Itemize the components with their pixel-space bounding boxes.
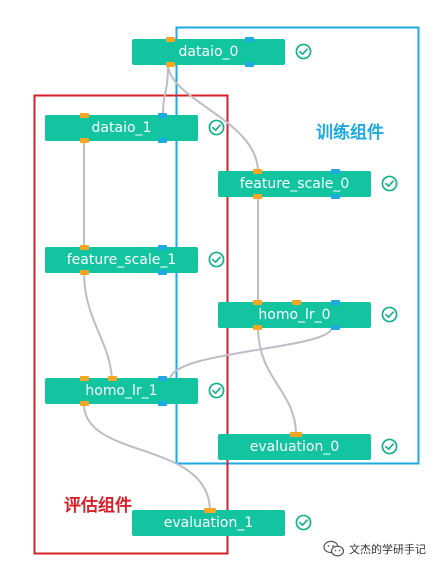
node-label: evaluation_1	[163, 515, 254, 531]
input-port[interactable]	[80, 113, 89, 118]
node-evaluation-1[interactable]: evaluation_1	[132, 508, 285, 536]
watermark-text: 文杰的学研手记	[349, 543, 426, 556]
train-region-box	[175, 26, 420, 465]
input-port[interactable]	[158, 245, 167, 250]
node-label: evaluation_0	[249, 439, 340, 455]
check-circle-icon	[381, 175, 398, 192]
node-evaluation-0[interactable]: evaluation_0	[218, 432, 371, 460]
input-port[interactable]	[80, 376, 89, 381]
edge-homolr0-evaluation0	[257, 326, 297, 436]
output-port[interactable]	[80, 138, 89, 143]
check-circle-icon	[208, 251, 225, 268]
eval-region-label: 评估组件	[64, 496, 132, 516]
edge-homolr1-evaluation1	[83, 403, 211, 512]
check-circle-icon	[295, 43, 312, 60]
wechat-icon	[323, 540, 345, 557]
node-dataio-1[interactable]: dataio_1	[45, 113, 198, 143]
input-port[interactable]	[158, 376, 167, 381]
edge-featurescale1-homolr1	[83, 271, 113, 381]
input-port[interactable]	[253, 169, 262, 174]
node-label: feature_scale_0	[239, 176, 350, 192]
output-port[interactable]	[253, 194, 262, 199]
node-homo-lr-1[interactable]: homo_lr_1	[45, 376, 198, 406]
output-port[interactable]	[253, 325, 262, 330]
train-region-label: 训练组件	[316, 123, 384, 143]
edge-dataio0-featurescale0	[167, 63, 259, 173]
node-label: dataio_1	[91, 120, 152, 136]
check-circle-icon	[208, 382, 225, 399]
input-port[interactable]	[245, 37, 254, 42]
input-port[interactable]	[331, 300, 340, 305]
check-circle-icon	[381, 306, 398, 323]
check-circle-icon	[295, 514, 312, 531]
output-port[interactable]	[80, 401, 89, 406]
node-label: dataio_0	[178, 44, 239, 60]
watermark: 文杰的学研手记	[323, 540, 426, 558]
output-port[interactable]	[158, 401, 167, 406]
output-port[interactable]	[331, 325, 340, 330]
output-port[interactable]	[158, 270, 167, 275]
input-port[interactable]	[292, 300, 301, 305]
node-label: homo_lr_1	[85, 383, 158, 399]
node-dataio-0[interactable]: dataio_0	[132, 37, 285, 67]
node-homo-lr-0[interactable]: homo_lr_0	[218, 300, 371, 330]
output-port[interactable]	[158, 138, 167, 143]
output-port[interactable]	[331, 194, 340, 199]
node-label: feature_scale_1	[66, 252, 177, 268]
input-port[interactable]	[166, 37, 175, 42]
output-port[interactable]	[80, 270, 89, 275]
input-port[interactable]	[290, 432, 302, 437]
input-port[interactable]	[253, 300, 262, 305]
output-port[interactable]	[245, 62, 254, 67]
input-port[interactable]	[331, 169, 340, 174]
input-port[interactable]	[204, 508, 216, 513]
check-circle-icon	[381, 438, 398, 455]
node-feature-scale-1[interactable]: feature_scale_1	[45, 245, 198, 275]
node-feature-scale-0[interactable]: feature_scale_0	[218, 169, 371, 199]
node-label: homo_lr_0	[258, 307, 331, 323]
edge-homolr0-homolr1	[169, 326, 333, 381]
eval-region-box	[33, 94, 229, 555]
output-port[interactable]	[166, 62, 175, 67]
edge-dataio0-dataio1	[162, 63, 169, 116]
input-port[interactable]	[108, 376, 117, 381]
input-port[interactable]	[80, 245, 89, 250]
check-circle-icon	[208, 119, 225, 136]
input-port[interactable]	[158, 113, 167, 118]
